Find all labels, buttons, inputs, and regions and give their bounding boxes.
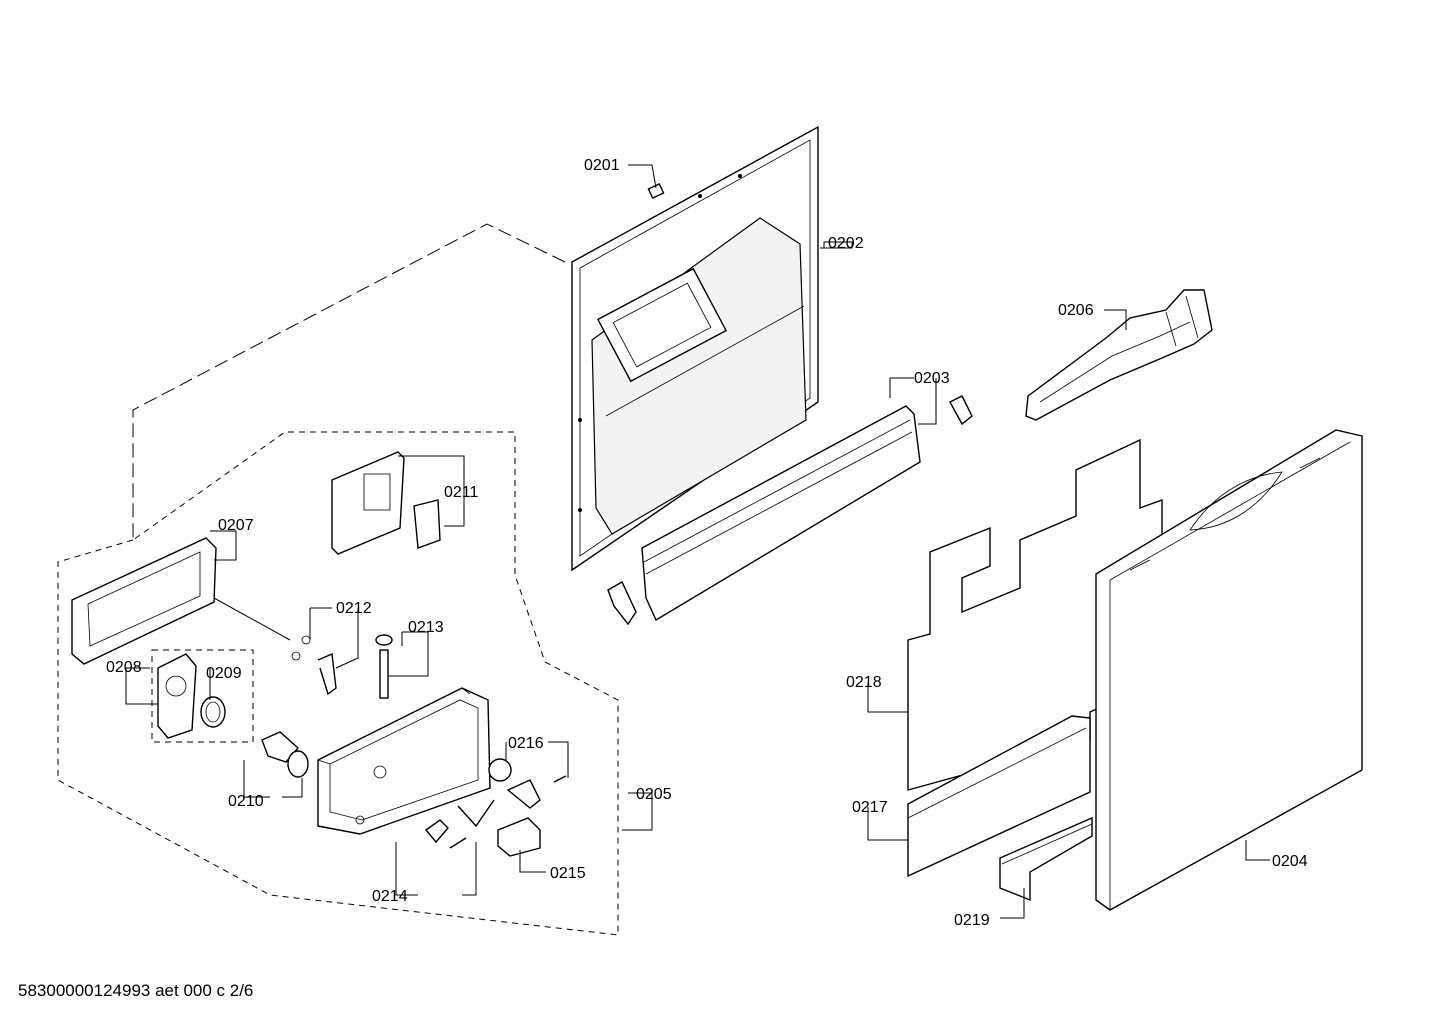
part-frame-gasket-0207 — [71, 537, 217, 665]
label-0211: 0211 — [444, 484, 479, 501]
part-inner-door-0202 — [571, 125, 819, 572]
label-0218: 0218 — [846, 674, 882, 691]
part-actuator-0215 — [497, 817, 541, 857]
label-0213: 0213 — [408, 619, 444, 636]
part-handle-0219 — [999, 816, 1093, 902]
label-0204: 0204 — [1272, 853, 1308, 870]
part-coupling-0210 — [261, 731, 309, 778]
label-0202: 0202 — [828, 235, 864, 252]
part-hinge-bracket-0206 — [1025, 289, 1213, 421]
label-0212: 0212 — [336, 600, 372, 617]
label-0206: 0206 — [1058, 302, 1094, 319]
part-labels: 0201 0202 0203 0206 0211 0207 0212 0213 … — [106, 157, 1308, 929]
part-lever-0214 — [424, 799, 495, 849]
part-ring-0209 — [200, 696, 226, 728]
label-0216: 0216 — [508, 735, 544, 752]
label-0214: 0214 — [372, 888, 408, 905]
label-0205: 0205 — [636, 786, 672, 803]
label-0208: 0208 — [106, 659, 142, 676]
part-screw-0201 — [647, 183, 665, 199]
assembly-outline-0205 — [57, 223, 619, 936]
document-id: 58300000124993 aet 000 c 2/6 — [18, 981, 254, 1000]
part-latch-0216 — [506, 775, 567, 809]
part-outer-door-0204 — [1095, 429, 1363, 911]
label-0215: 0215 — [550, 865, 586, 882]
part-dispenser-housing — [317, 687, 512, 835]
label-0203: 0203 — [914, 370, 950, 387]
part-valve-0213 — [375, 634, 393, 699]
part-filter-0211 — [331, 451, 441, 555]
part-seal-strip-0203 — [607, 395, 973, 626]
label-0209: 0209 — [206, 665, 242, 682]
label-0219: 0219 — [954, 912, 990, 929]
part-insulation-strip-0217 — [907, 715, 1091, 878]
label-0207: 0207 — [218, 517, 254, 534]
label-0210: 0210 — [228, 793, 264, 810]
part-spring-0212 — [291, 635, 337, 696]
label-0201: 0201 — [584, 157, 620, 174]
part-cover-0208 — [157, 653, 197, 739]
leader-lines — [125, 164, 1270, 919]
label-0217: 0217 — [852, 799, 888, 816]
